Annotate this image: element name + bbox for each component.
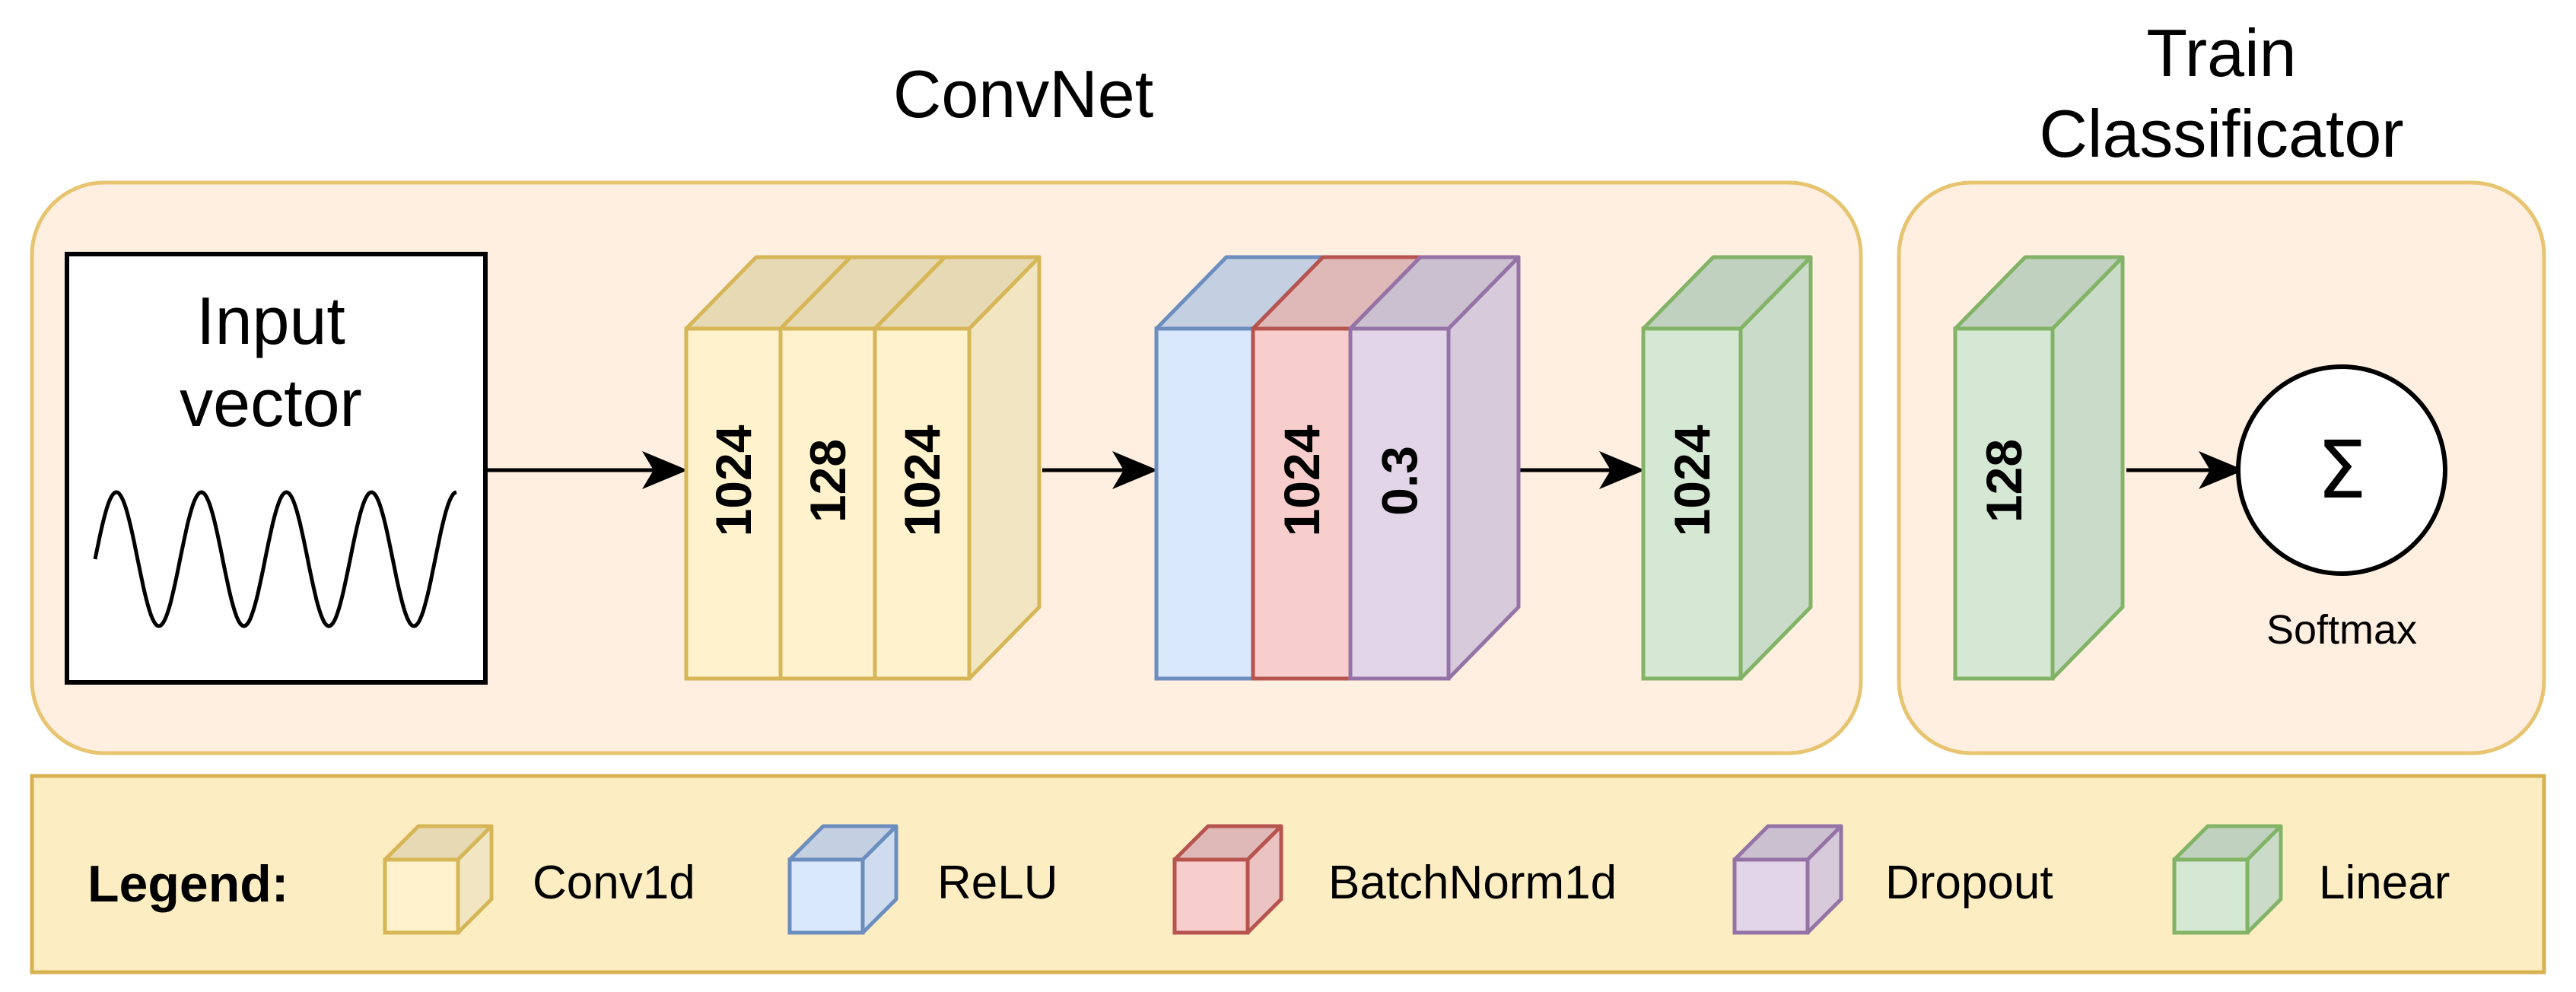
legend-item-dropout: Dropout [1732,824,2053,935]
legend: Legend: Conv1d ReLU BatchNorm1d Dropout Line… [30,774,2546,975]
layer-blocks: 1024 128 1024 1024 0.3 1024 128 [684,255,2125,681]
convnet-title: ConvNet [893,56,1153,132]
dropout-layer-label: 0.3 [1372,446,1428,516]
legend-item-relu: ReLU [787,824,1058,935]
conv1d-block: 1024 128 1024 [684,255,1042,681]
linear-cube-icon [2172,824,2283,935]
legend-item-conv1d: Conv1d [383,824,695,935]
linear-block-classifier: 128 [1953,255,2125,681]
conv1d-front-face [778,326,877,681]
relu-front-face [1154,326,1255,681]
relu-cube-icon [787,824,898,935]
dropout-front-face [1348,326,1451,681]
batchnorm1d-front-face [1251,326,1353,681]
conv1d-layer-label: 128 [800,439,856,523]
relu-batchnorm-dropout-block: 1024 0.3 [1154,255,1521,681]
classifier-title-line1: Train [2146,15,2296,91]
sigma-icon: Σ [2317,424,2367,517]
conv1d-cube-icon [383,824,494,935]
legend-items: Conv1d ReLU BatchNorm1d Dropout Linear [383,824,2450,935]
dropout-cube-icon [1732,824,1843,935]
linear-layer-label: 1024 [1664,424,1720,536]
softmax-node: Σ Softmax [2236,364,2447,653]
input-vector-box: Input vector [65,252,488,685]
sine-wave-icon [93,490,457,628]
classifier-title-line2: Classificator [2039,96,2403,171]
linear-front-face [1641,326,1743,681]
legend-label-relu: ReLU [937,857,1058,909]
legend-label-dropout: Dropout [1885,857,2053,909]
input-vector-label-line2: vector [180,365,362,440]
batchnorm1d-cube-icon [1172,824,1283,935]
linear-layer-label: 128 [1976,439,2032,523]
legend-title: Legend: [87,855,288,913]
legend-label-batchnorm1d: BatchNorm1d [1328,857,1617,909]
linear-block-convnet: 1024 [1641,255,1813,681]
sigma-circle [2236,364,2447,576]
conv1d-front-face [684,326,783,681]
legend-item-batchnorm1d: BatchNorm1d [1172,824,1617,935]
conv1d-layer-label: 1024 [894,424,950,536]
linear-front-face [1953,326,2055,681]
legend-item-linear: Linear [2172,824,2450,935]
legend-label-conv1d: Conv1d [533,857,695,909]
conv1d-front-face [873,326,972,681]
conv1d-layer-label: 1024 [705,424,762,536]
input-vector-label-line1: Input [196,283,345,358]
softmax-label: Softmax [2266,607,2417,653]
batchnorm1d-layer-label: 1024 [1274,424,1330,536]
legend-label-linear: Linear [2319,857,2450,909]
